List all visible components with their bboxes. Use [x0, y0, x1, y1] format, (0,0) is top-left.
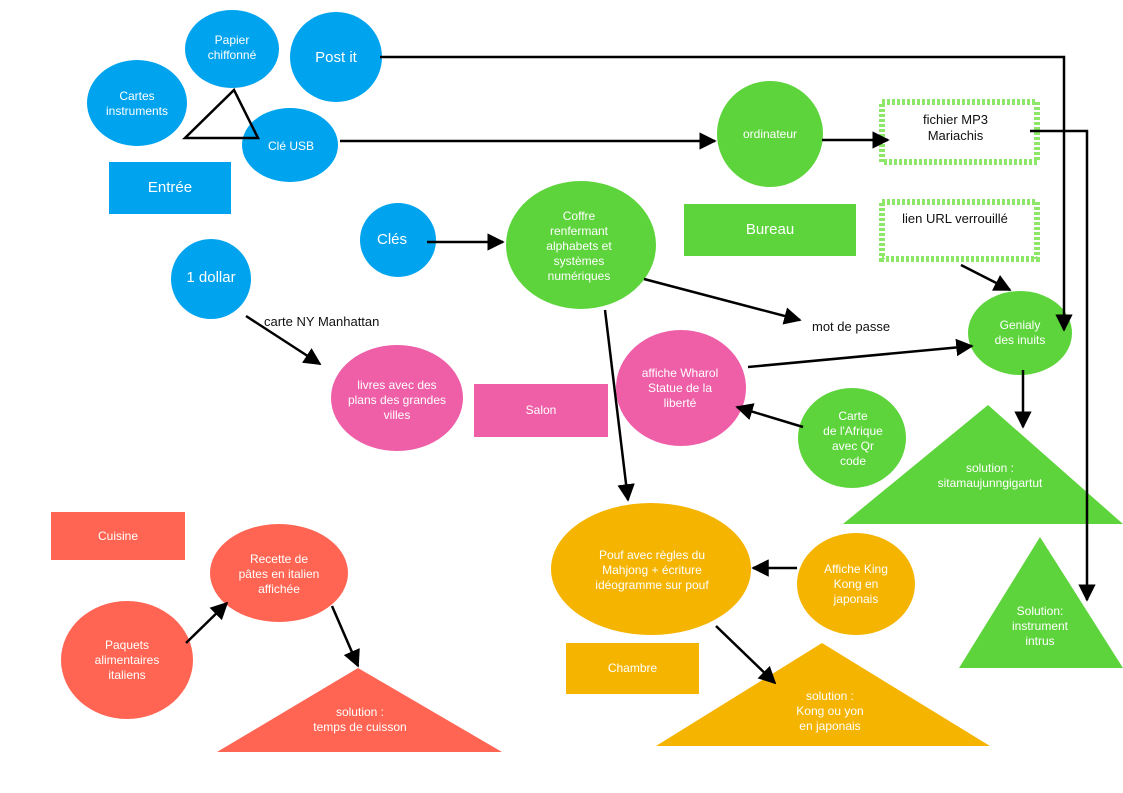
bureau-label: Bureau [745, 220, 795, 238]
cartes-label: Cartes instruments [105, 89, 169, 118]
pouf-node [551, 503, 751, 635]
post-it-label: Post it [315, 48, 357, 66]
papier-label: Papier chiffonné [207, 33, 257, 62]
ordinateur-label: ordinateur [742, 126, 798, 141]
carte-afrique-node [798, 388, 906, 488]
salon-label: Salon [525, 403, 557, 417]
entree-label: Entrée [147, 178, 193, 196]
triangle-connector [181, 87, 261, 140]
cles-node [360, 203, 436, 277]
un-dollar-node [171, 239, 251, 319]
solution-instrument-label: Solution: instrument intrus [1011, 603, 1069, 648]
affiche-kingkong-label: Affiche King Kong en japonais [824, 561, 888, 606]
livres-label: livres avec des plans des grandes villes [347, 377, 447, 422]
solution-inuit-label: solution : sitamaujunngigartut [937, 461, 1043, 490]
fichier-mp3-label: fichier MP3 Mariachis [922, 111, 989, 143]
lien-url-label: lien URL verrouillé [902, 210, 1008, 226]
chambre-box [566, 643, 699, 694]
ordinateur-node [717, 81, 823, 187]
solution-cuisine-label: solution : temps de cuisson [313, 705, 407, 734]
affiche-kingkong-node [797, 533, 915, 635]
chambre-label: Chambre [607, 661, 658, 675]
cles-label: Clés [376, 230, 407, 248]
coffre-label: Coffre renfermant alphabets et systèmes … [546, 208, 612, 283]
arrow-pouf-to-solution [715, 625, 777, 685]
solution-kong-triangle [656, 643, 990, 746]
bureau-box [684, 204, 856, 256]
cle-usb-label: Clé USB [267, 138, 314, 153]
arrow-afrique-to-wharol [735, 403, 804, 429]
recette-node [210, 524, 348, 622]
carte-afrique-label: Carte de l'Afrique avec Qr code [823, 409, 883, 468]
pouf-label: Pouf avec règles du Mahjong + écriture i… [595, 547, 709, 592]
carte-ny-label: carte NY Manhattan [264, 313, 380, 329]
genialy-node [968, 291, 1072, 375]
solution-instrument-triangle [959, 537, 1123, 668]
arrow-wharol-to-genialy [747, 338, 974, 369]
arrow-paquets-to-recette [185, 601, 229, 644]
solution-kong-label: solution : Kong ou yon en japonais [796, 688, 864, 733]
livres-node [331, 345, 463, 451]
cuisine-box [51, 512, 185, 560]
paquets-label: Paquets alimentaires italiens [94, 637, 160, 682]
papier-node [185, 10, 279, 88]
cle-usb-node [242, 108, 338, 182]
genialy-label: Genialy des inuits [994, 318, 1046, 347]
arrow-dollar-to-livres [245, 314, 322, 366]
salon-box [474, 384, 608, 437]
cuisine-label: Cuisine [97, 528, 139, 543]
arrow-post-it-to-genialy [380, 55, 1073, 332]
arrow-lien-to-genialy [960, 263, 1012, 292]
affiche-wharol-node [616, 330, 746, 446]
cartes-node [87, 60, 187, 146]
coffre-node [506, 181, 656, 309]
arrow-fichier-to-solution [1030, 129, 1096, 602]
arrow-coffre-to-pouf [603, 309, 635, 502]
recette-label: Recette de pâtes en italien affichée [238, 551, 320, 596]
post-it-node [290, 12, 382, 102]
solution-cuisine-triangle [217, 668, 502, 752]
paquets-node [61, 601, 193, 719]
un-dollar-label: 1 dollar [186, 268, 236, 286]
solution-inuit-triangle [843, 405, 1123, 524]
entree-box [109, 162, 231, 214]
arrow-coffre-to-mdp [643, 277, 802, 325]
affiche-wharol-label: affiche Wharol Statue de la liberté [641, 365, 719, 410]
arrow-recette-to-solution [330, 605, 360, 668]
mot-de-passe-label: mot de passe [812, 318, 891, 334]
lien-url-box [879, 199, 1040, 262]
